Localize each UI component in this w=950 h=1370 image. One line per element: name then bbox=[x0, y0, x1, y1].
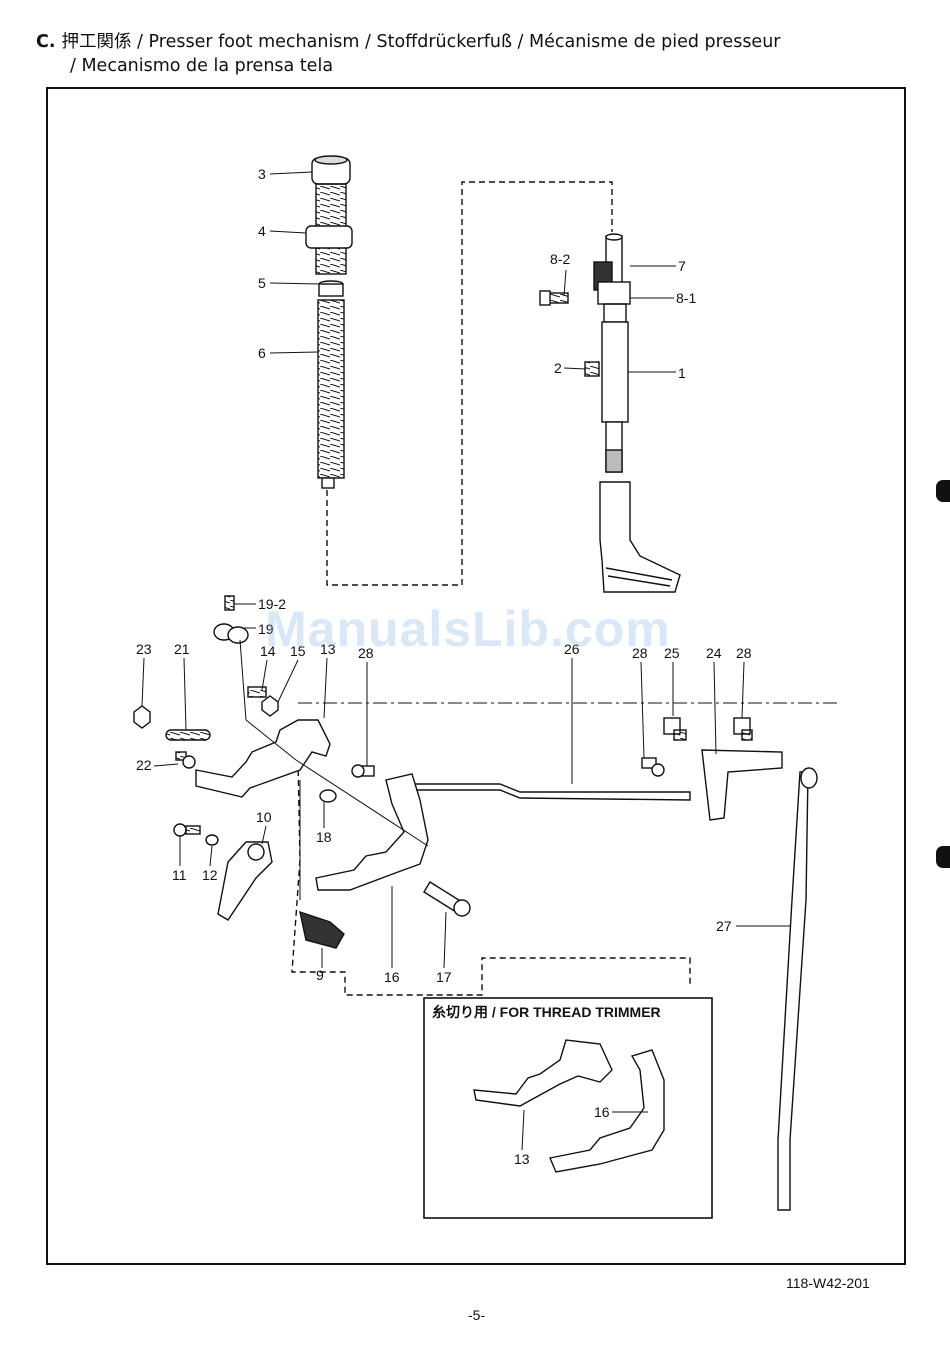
part-label: 22 bbox=[136, 757, 152, 773]
screw-14 bbox=[248, 687, 266, 697]
part-label: 10 bbox=[256, 809, 272, 825]
margin-bullet bbox=[936, 480, 950, 502]
part-label: 4 bbox=[258, 223, 266, 239]
set-screw-2 bbox=[585, 362, 599, 376]
part-label: 21 bbox=[174, 641, 190, 657]
presser-bar-assembly bbox=[594, 234, 630, 472]
part-label: 16 bbox=[594, 1104, 610, 1120]
lever-24 bbox=[702, 750, 782, 820]
part-label: 2 bbox=[554, 360, 562, 376]
part-label: 17 bbox=[436, 969, 452, 985]
presser-lifting-lever-13 bbox=[196, 720, 330, 797]
nut-15 bbox=[262, 696, 278, 716]
part-label: 12 bbox=[202, 867, 218, 883]
pressure-regulator-screw bbox=[306, 156, 352, 274]
screw-28b bbox=[642, 758, 664, 776]
part-label: 27 bbox=[716, 918, 732, 934]
assembly-leader-line bbox=[327, 182, 612, 585]
document-code: 118-W42-201 bbox=[786, 1275, 870, 1291]
part-label: 8-1 bbox=[676, 290, 696, 306]
washer-18 bbox=[320, 790, 336, 802]
screw-11 bbox=[174, 824, 200, 836]
screw-28a bbox=[352, 765, 374, 777]
part-label: 18 bbox=[316, 829, 332, 845]
margin-bullet bbox=[936, 846, 950, 868]
page-number: -5- bbox=[468, 1307, 485, 1323]
rod-26 bbox=[410, 784, 690, 800]
part-label: 5 bbox=[258, 275, 266, 291]
thread-trimmer-callout-box bbox=[424, 998, 712, 1218]
knee-lifter-9 bbox=[300, 912, 344, 948]
part-label: 1 bbox=[678, 365, 686, 381]
set-screw-19-2 bbox=[225, 596, 234, 610]
part-label: 16 bbox=[384, 969, 400, 985]
part-label: 24 bbox=[706, 645, 722, 661]
thread-trimmer-callout-title: 糸切り用 / FOR THREAD TRIMMER bbox=[432, 1004, 661, 1020]
part-label: 11 bbox=[172, 867, 187, 883]
knee-lifter-lever-10 bbox=[218, 842, 272, 920]
lifting-rod-27 bbox=[778, 772, 808, 1210]
watermark: ManualsLib.com bbox=[265, 600, 671, 658]
collar-19 bbox=[214, 624, 248, 643]
spring-21 bbox=[166, 730, 210, 740]
part-label: 8-2 bbox=[550, 251, 570, 267]
part-label: 3 bbox=[258, 166, 266, 182]
part-label: 28 bbox=[736, 645, 752, 661]
screw-25 bbox=[664, 718, 686, 740]
part-label: 13 bbox=[514, 1151, 530, 1167]
nut-23 bbox=[134, 706, 150, 728]
part-label: 9 bbox=[316, 967, 324, 983]
presser-foot bbox=[600, 482, 680, 592]
part-label: 6 bbox=[258, 345, 266, 361]
screw-22 bbox=[176, 752, 195, 768]
pin-17 bbox=[424, 882, 470, 916]
screw-28c bbox=[734, 718, 752, 740]
washer-12 bbox=[206, 835, 218, 845]
spring-cap bbox=[319, 281, 343, 296]
part-label: 23 bbox=[136, 641, 152, 657]
part-label: 7 bbox=[678, 258, 686, 274]
presser-spring bbox=[318, 300, 344, 488]
